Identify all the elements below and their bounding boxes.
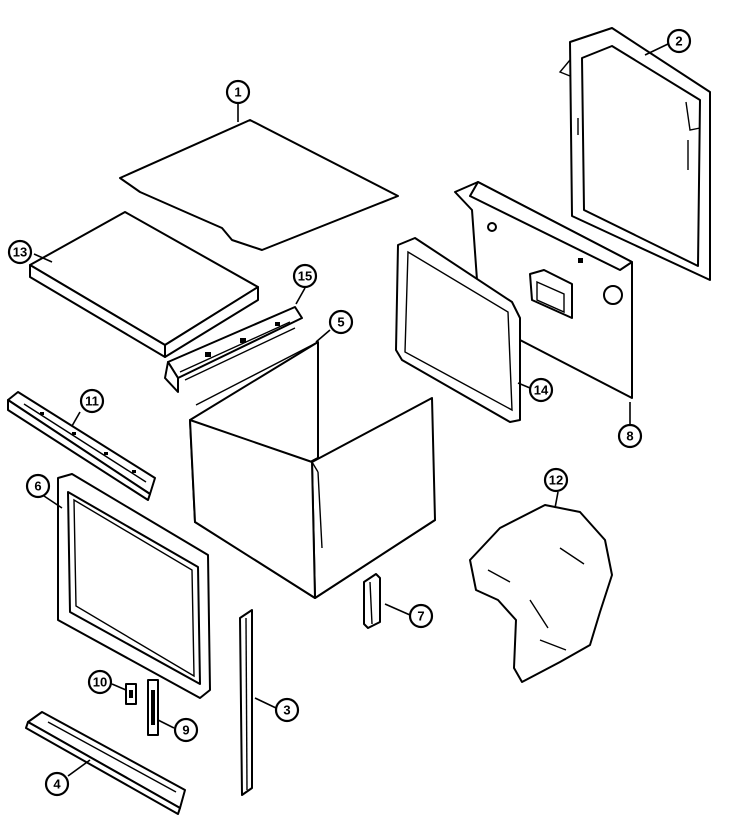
callout-8-label: 8 <box>626 429 633 444</box>
part-3-vertical-post <box>239 609 253 796</box>
callout-7: 7 <box>408 603 434 629</box>
callout-5: 5 <box>328 309 354 335</box>
callout-10: 10 <box>87 669 113 695</box>
callout-10-label: 10 <box>93 675 107 690</box>
leader-lines <box>33 43 669 777</box>
oven-liner-box <box>189 341 436 599</box>
callout-3-label: 3 <box>283 703 290 718</box>
callout-9-label: 9 <box>182 723 189 738</box>
part-6-front-frame <box>57 473 211 699</box>
callout-1-label: 1 <box>234 85 241 100</box>
callout-5-label: 5 <box>337 315 344 330</box>
part-8-rear-panel <box>454 181 633 399</box>
callout-3: 3 <box>274 697 300 723</box>
callout-6-label: 6 <box>34 479 41 494</box>
callout-13: 13 <box>7 239 33 265</box>
callout-1: 1 <box>225 79 251 105</box>
part-7-channel <box>363 573 381 629</box>
part-14-insulation-pad <box>395 237 521 423</box>
callout-7-label: 7 <box>417 609 424 624</box>
part-9-strip <box>147 679 159 736</box>
callout-6: 6 <box>25 473 51 499</box>
callout-14: 14 <box>528 377 554 403</box>
callout-9: 9 <box>173 717 199 743</box>
part-2-back-frame <box>558 27 711 281</box>
callout-14-label: 14 <box>534 383 549 398</box>
callout-2-label: 2 <box>675 34 682 49</box>
part-15-bracket <box>164 306 303 393</box>
callout-8: 8 <box>617 423 643 449</box>
callout-12: 12 <box>543 467 569 493</box>
callout-2: 2 <box>666 28 692 54</box>
callout-4-label: 4 <box>53 777 61 792</box>
part-11-trim-bar <box>7 391 156 501</box>
part-12-insulation-blob <box>469 504 613 683</box>
callout-15-label: 15 <box>298 269 312 284</box>
part-13-insulation-slab <box>29 211 259 358</box>
part-4-bottom-trim <box>25 711 186 815</box>
callout-11: 11 <box>79 388 105 414</box>
part-10-clip <box>125 683 137 705</box>
callout-12-label: 12 <box>549 473 563 488</box>
callout-13-label: 13 <box>13 245 27 260</box>
callout-11-label: 11 <box>85 394 99 409</box>
callout-15: 15 <box>292 263 318 289</box>
callout-4: 4 <box>44 771 70 797</box>
part-1-top-sheet <box>119 119 399 251</box>
